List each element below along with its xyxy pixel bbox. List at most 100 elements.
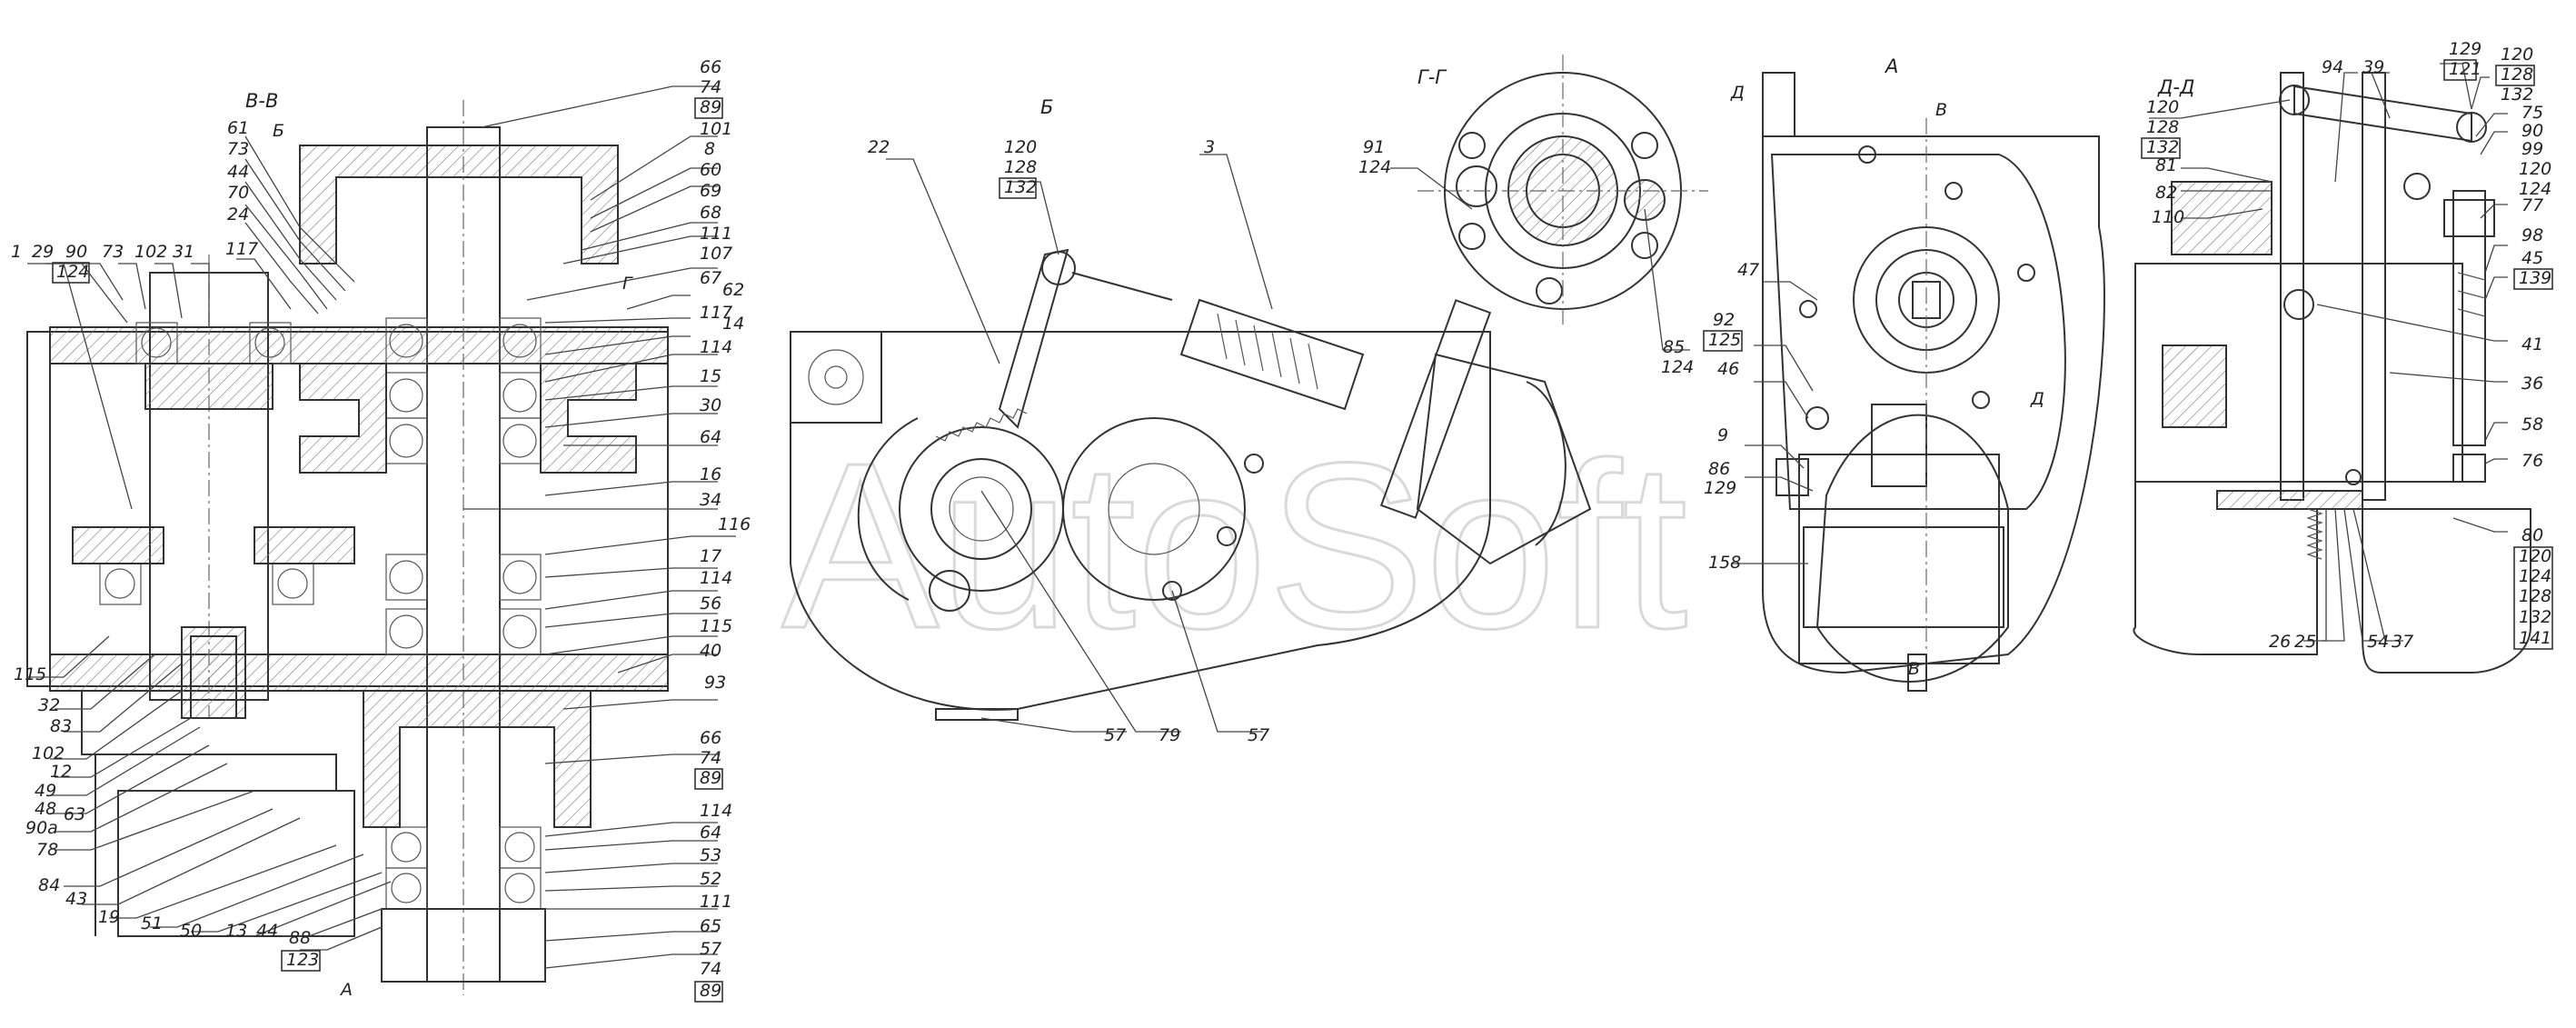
part-label: 29 — [32, 242, 54, 262]
section-bb-drawing — [26, 100, 669, 995]
part-label: 88 — [289, 928, 311, 948]
labels-section-bb-right: 66 74 89 101 8 60 69 68 111 107 67 62 11… — [694, 57, 751, 1003]
marker-d-right: Д — [2030, 389, 2044, 409]
part-label: 89 — [700, 97, 721, 117]
part-label: 89 — [700, 981, 721, 1001]
part-label: 102 — [32, 744, 65, 764]
part-label: 90 — [2521, 121, 2543, 141]
part-label: 98 — [2521, 225, 2543, 245]
part-label: 85 — [1663, 337, 1685, 357]
part-label: 117 — [700, 303, 732, 323]
part-label: 34 — [700, 490, 721, 510]
part-label: 16 — [700, 464, 721, 484]
part-label: 54 — [2367, 632, 2389, 652]
part-label: 61 — [227, 118, 249, 138]
part-label: 75 — [2521, 103, 2543, 123]
part-label: 93 — [704, 673, 726, 693]
part-label: 25 — [2294, 632, 2316, 652]
labels-view-b: 22 120 128 132 3 57 79 57 — [868, 137, 1269, 745]
part-label: 120 — [2519, 546, 2551, 566]
part-label: 64 — [700, 823, 721, 843]
title-section-bb: В-В — [245, 90, 278, 112]
part-label: 128 — [2146, 117, 2179, 137]
part-label: 36 — [2521, 374, 2543, 394]
part-label: 116 — [718, 514, 751, 534]
labels-section-dd: 120 128 132 81 82 110 94 39 129 121 120 … — [2141, 39, 2553, 652]
part-label: 111 — [700, 224, 732, 244]
part-label: 128 — [2501, 65, 2533, 85]
part-label: 81 — [2155, 155, 2177, 175]
title-view-b: Б — [1040, 96, 1053, 118]
part-label: 91 — [1363, 137, 1385, 157]
labels-section-bb-left: 61 73 44 70 24 1 29 90 124 73 102 31 117… — [11, 118, 321, 972]
part-label: 68 — [700, 203, 721, 223]
part-label: 76 — [2521, 451, 2543, 471]
watermark-text: AutoSoft — [781, 414, 1688, 678]
part-label: 74 — [700, 959, 721, 979]
part-label: 39 — [2362, 57, 2384, 77]
part-label: 89 — [700, 768, 721, 788]
part-label: 114 — [700, 337, 732, 357]
part-label: 110 — [2152, 207, 2184, 227]
part-label: 90а — [25, 818, 58, 838]
part-label: 12 — [50, 762, 72, 782]
part-label: 121 — [2449, 59, 2482, 79]
marker-a-arrow: А — [339, 980, 353, 1000]
part-label: 132 — [2146, 137, 2179, 157]
title-view-a: А — [1884, 55, 1898, 77]
title-section-dd: Д-Д — [2157, 76, 2194, 98]
part-label: 132 — [2501, 85, 2533, 105]
part-label: 129 — [1704, 478, 1736, 498]
part-label: 17 — [700, 546, 721, 566]
part-label: 48 — [35, 799, 56, 819]
part-label: 124 — [2519, 179, 2551, 199]
part-label: 70 — [227, 183, 249, 203]
marker-v-top: В — [1935, 100, 1947, 120]
part-label: 37 — [2392, 632, 2413, 652]
part-label: 120 — [1004, 137, 1037, 157]
part-label: 14 — [722, 314, 744, 334]
part-label: 74 — [700, 77, 721, 97]
part-label: 69 — [700, 181, 721, 201]
view-a-drawing — [1762, 72, 2105, 692]
part-label: 86 — [1708, 459, 1730, 479]
part-label: 99 — [2521, 139, 2543, 159]
part-label: 124 — [2519, 566, 2551, 586]
part-label: 107 — [700, 244, 732, 264]
part-label: 120 — [2146, 97, 2179, 117]
part-label: 124 — [56, 262, 89, 282]
part-label: 8 — [704, 139, 715, 159]
part-label: 31 — [173, 242, 194, 262]
part-label: 46 — [1717, 359, 1739, 379]
part-label: 57 — [1248, 725, 1269, 745]
part-label: 53 — [700, 845, 721, 865]
part-label: 40 — [700, 641, 721, 661]
part-label: 47 — [1737, 260, 1759, 280]
title-section-gg: Г-Г — [1417, 66, 1447, 88]
part-label: 64 — [700, 427, 721, 447]
part-label: 129 — [2449, 39, 2482, 59]
part-label: 92 — [1713, 310, 1735, 330]
part-label: 102 — [134, 242, 167, 262]
part-label: 78 — [36, 840, 58, 860]
part-label: 73 — [227, 139, 249, 159]
part-label: 22 — [868, 137, 890, 157]
part-label: 128 — [2519, 586, 2551, 606]
part-label: 49 — [35, 781, 56, 801]
part-label: 82 — [2155, 183, 2177, 203]
part-label: 114 — [700, 801, 732, 821]
part-label: 123 — [286, 950, 319, 970]
part-label: 1 — [11, 242, 22, 262]
part-label: 41 — [2521, 334, 2543, 354]
part-label: 115 — [700, 616, 732, 636]
part-label: 51 — [141, 913, 163, 933]
part-label: 73 — [102, 242, 124, 262]
part-label: 52 — [700, 869, 721, 889]
part-label: 24 — [227, 205, 249, 225]
part-label: 50 — [180, 921, 202, 941]
part-label: 115 — [14, 664, 46, 684]
part-label: 141 — [2519, 628, 2551, 648]
part-label: 57 — [1104, 725, 1126, 745]
part-label: 83 — [50, 716, 72, 736]
